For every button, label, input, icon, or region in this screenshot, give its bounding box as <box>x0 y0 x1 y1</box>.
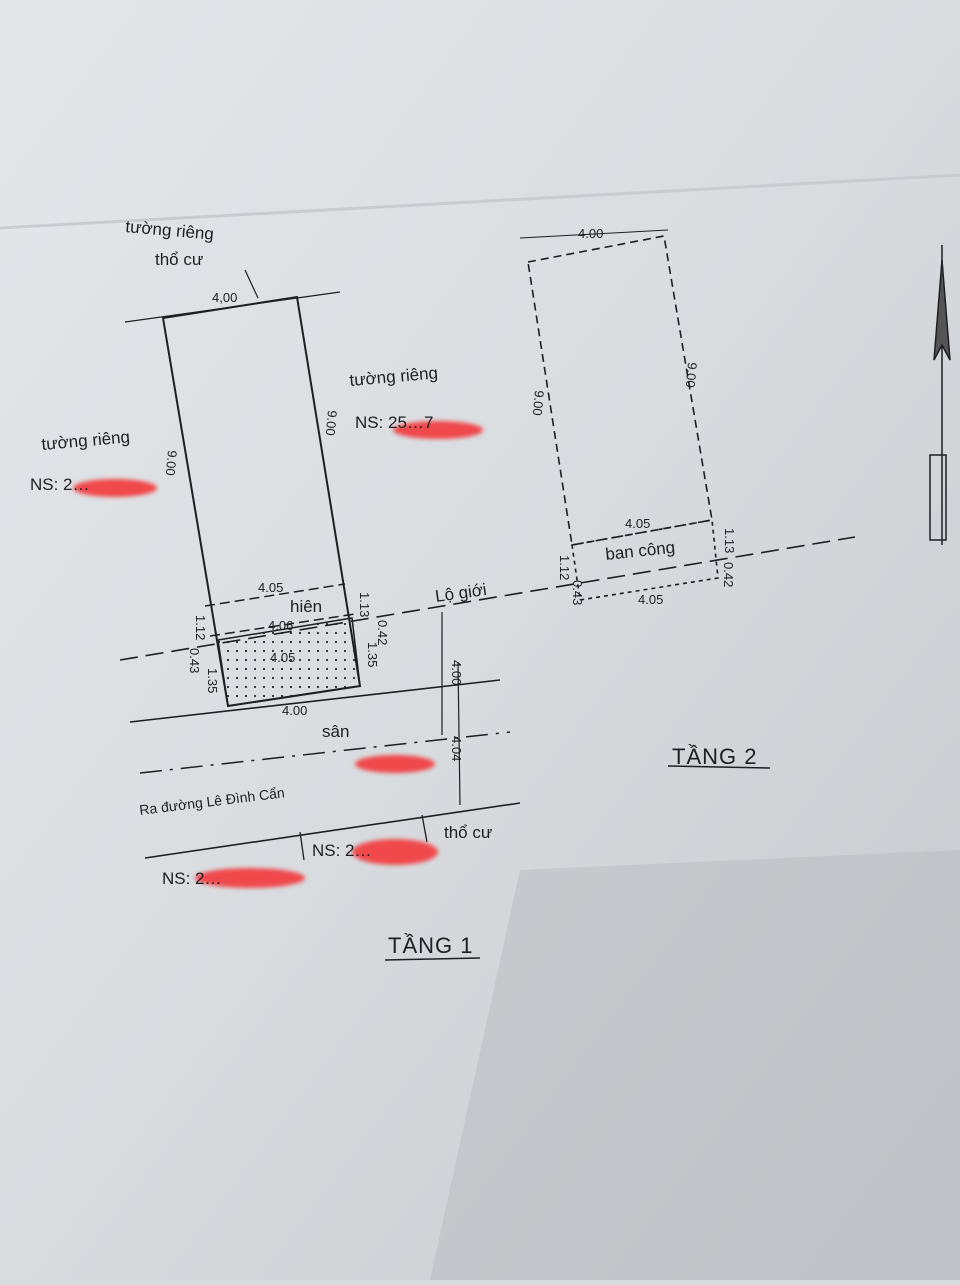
floor2-right-offset: 0.42 <box>721 562 736 587</box>
leader-line <box>244 269 259 299</box>
top-land-label: thổ cư <box>155 250 203 269</box>
neighbor-divider <box>299 831 305 861</box>
balcony-width-bottom: 4.05 <box>638 592 663 607</box>
road-setback-line <box>119 536 856 661</box>
floor2-left-length: 9.00 <box>530 390 547 417</box>
inner-line <box>209 613 356 637</box>
setback-dim-line <box>457 661 461 806</box>
floor2-left-offset: 0.43 <box>570 580 585 605</box>
inner-width: 4.06 <box>268 618 293 633</box>
left-offset: 0.43 <box>187 648 202 673</box>
floor2-plan <box>519 229 771 769</box>
floor2-top-width: 4.00 <box>578 226 603 241</box>
bottom-width: 4.00 <box>282 703 307 718</box>
left-front-depth: 1.35 <box>205 668 220 693</box>
shadow <box>430 850 960 1280</box>
front-width: 4.05 <box>270 650 295 665</box>
floor2-title: TẦNG 2 <box>672 744 757 769</box>
paper-fold <box>0 173 960 230</box>
north-arrow <box>929 245 951 545</box>
bottom-land-label: thổ cư <box>444 823 492 842</box>
bottom-neighbor-1: NS: 2… <box>312 841 372 860</box>
floor2-right-depth: 1.13 <box>722 528 737 553</box>
eave-label: hiên <box>290 597 322 616</box>
floor2-outline <box>527 235 713 546</box>
neighbor-edge-line <box>144 802 521 859</box>
floor1-top-width: 4,00 <box>212 290 237 305</box>
floor2-right-length: 9.00 <box>683 362 700 389</box>
right-offset: 0.42 <box>375 620 390 645</box>
balcony-width-top: 4.05 <box>625 516 650 531</box>
eave-left-depth: 1.12 <box>193 615 208 640</box>
setback-dim-2: 4.04 <box>449 736 464 761</box>
floor2-left-depth: 1.12 <box>557 555 572 580</box>
road-line <box>139 731 511 774</box>
title-underline <box>667 765 771 769</box>
yard-edge-line <box>129 679 501 723</box>
right-neighbor-label: NS: 25…7 <box>355 413 433 432</box>
floor1-left-length: 9.00 <box>163 450 180 477</box>
floor1-right-length: 9.00 <box>323 410 340 437</box>
floor1-front-hatch <box>217 617 361 707</box>
setback-dim-1: 4.00 <box>449 660 464 685</box>
bottom-neighbor-2: NS: 2… <box>162 869 222 888</box>
eave-right-depth: 1.13 <box>357 592 372 617</box>
floor2-top-dim-line <box>519 229 669 239</box>
neighbor-divider <box>421 814 428 843</box>
right-front-depth: 1.35 <box>365 642 380 667</box>
eave-width: 4.05 <box>258 580 283 595</box>
balcony-outline <box>571 519 719 601</box>
floor1-plan <box>119 269 856 961</box>
redactions <box>73 421 483 888</box>
eave-line <box>204 583 346 607</box>
left-neighbor-label: NS: 2… <box>30 475 90 494</box>
yard-label: sân <box>322 722 349 741</box>
floor1-top-dim-line <box>124 291 341 323</box>
floor1-title: TẦNG 1 <box>388 933 473 958</box>
title-underline <box>384 957 481 961</box>
